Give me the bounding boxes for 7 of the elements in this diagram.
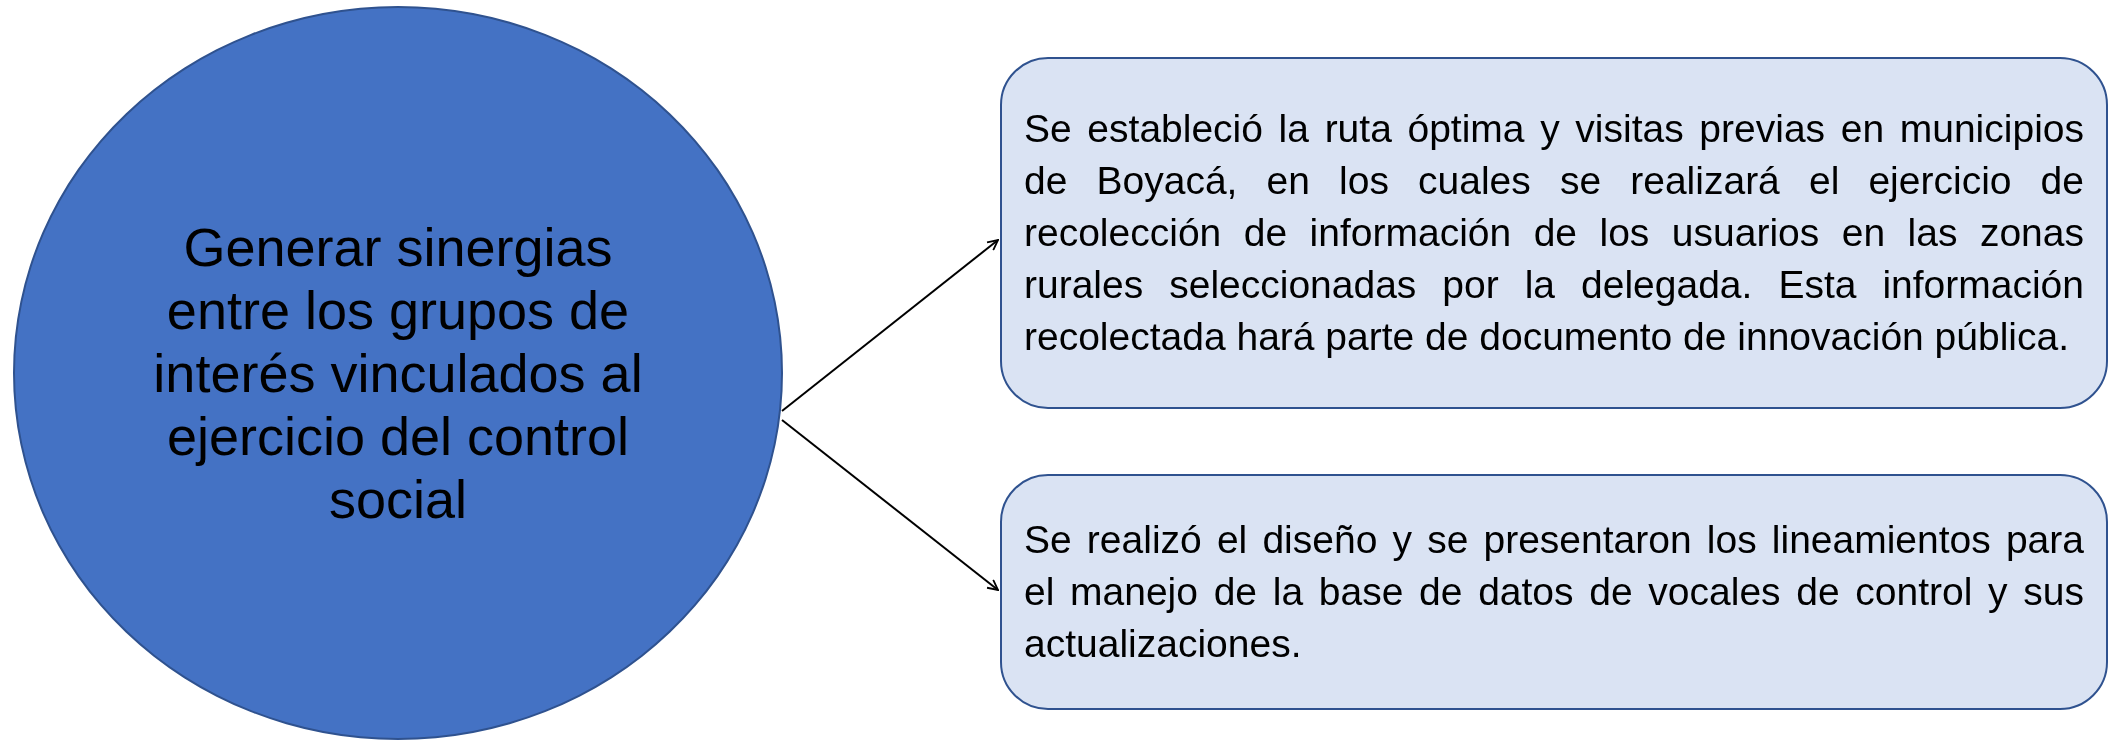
arrow	[781, 239, 999, 412]
result-text: Se realizó el diseño y se presentaron los lineamientos para el manejo de la base de datos de vocales de control y sus actualizaciones.	[1024, 517, 2084, 667]
result-box	[1000, 474, 2108, 710]
arrow	[781, 419, 999, 591]
result-box	[1000, 57, 2108, 409]
goal-text: Generar sinergias entre los grupos de interés vinculados al ejercicio del control social	[152, 215, 644, 531]
result-text: Se estableció la ruta óptima y visitas previas en municipios de Boyacá, en los cuales se realizará el ejercicio de recolección de información de los usuarios en las zonas rurales seleccionadas por la delegada. Esta información recolectada hará parte de documento de innovación pública.	[1024, 106, 2084, 360]
